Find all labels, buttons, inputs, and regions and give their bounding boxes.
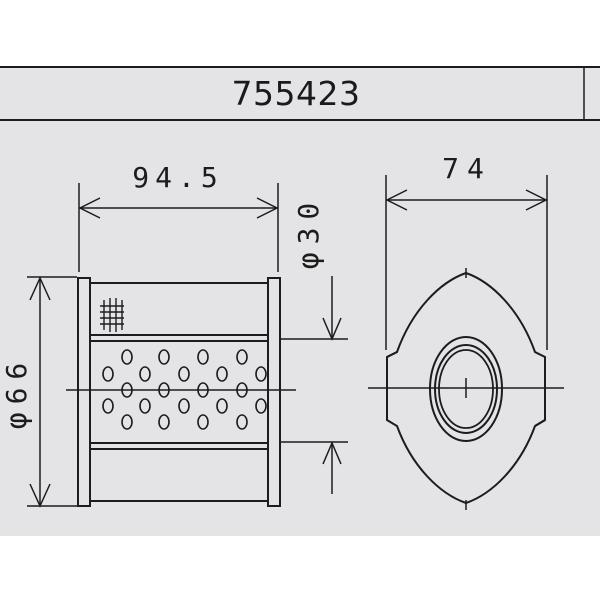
right-end-cap — [267, 277, 281, 507]
length-label: 94.5 — [132, 161, 223, 194]
outer-boss — [429, 336, 503, 442]
id-label: φ30 — [292, 195, 325, 270]
id-arrow-bottom — [322, 441, 342, 465]
width-arrow-left — [385, 189, 408, 211]
end-view: 74 — [368, 152, 564, 510]
length-arrow-right — [256, 197, 279, 219]
inner-boss-outer — [434, 344, 498, 434]
od-arrow-bottom — [29, 483, 51, 508]
mesh-patch — [100, 298, 124, 332]
flange-notch-right — [534, 419, 546, 427]
length-arrow-left — [78, 197, 101, 219]
left-end-cap — [77, 277, 91, 507]
flange-notch-left — [386, 351, 398, 358]
part-number: 755423 — [231, 73, 361, 113]
od-label: φ66 — [0, 355, 33, 430]
drawing-panel — [0, 66, 600, 536]
title-row: 755423 — [0, 66, 600, 120]
inner-boss-inner — [438, 349, 494, 429]
width-arrow-right — [525, 189, 548, 211]
id-arrow-top — [322, 317, 342, 341]
od-arrow-top — [29, 276, 51, 301]
width-label: 74 — [442, 152, 492, 185]
side-view: 94.5 φ66 — [0, 161, 348, 508]
